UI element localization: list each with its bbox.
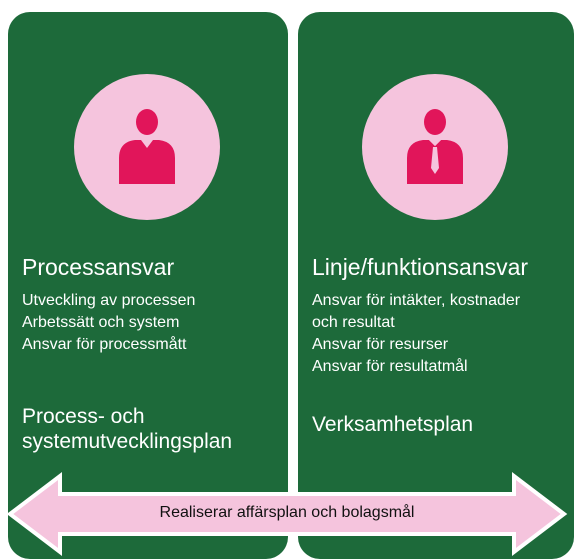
- person-icon: [119, 109, 175, 184]
- double-arrow-icon: [6, 471, 568, 557]
- line-detail-line: Ansvar för resurser: [312, 336, 449, 353]
- line-detail-line: Ansvar för intäkter, kostnader: [312, 292, 521, 309]
- line-detail-line: och resultat: [312, 314, 395, 331]
- line-title: Linje/funktionsansvar: [312, 254, 529, 280]
- process-detail-line: Arbetssätt och system: [22, 314, 180, 331]
- process-details: Utveckling av processen Arbetssätt och s…: [22, 290, 195, 356]
- process-responsibility-panel: Processansvar Utveckling av processen Ar…: [8, 12, 288, 559]
- process-plan: Process- och systemutvecklingsplan: [22, 405, 233, 453]
- line-detail-line: Ansvar för resultatmål: [312, 358, 468, 375]
- process-detail-line: Ansvar för processmått: [22, 336, 187, 353]
- line-function-responsibility-panel: Linje/funktionsansvar Ansvar för intäkte…: [298, 12, 574, 559]
- businessman-icon: [407, 109, 463, 184]
- process-detail-line: Utveckling av processen: [22, 292, 196, 309]
- process-title: Processansvar: [22, 254, 175, 280]
- process-avatar-circle: [74, 74, 220, 220]
- arrow-label: Realiserar affärsplan och bolagsmål: [159, 504, 415, 521]
- line-details: Ansvar för intäkter, kostnader och resul…: [312, 290, 520, 378]
- line-plan: Verksamhetsplan: [312, 413, 474, 436]
- line-avatar-circle: [362, 74, 508, 220]
